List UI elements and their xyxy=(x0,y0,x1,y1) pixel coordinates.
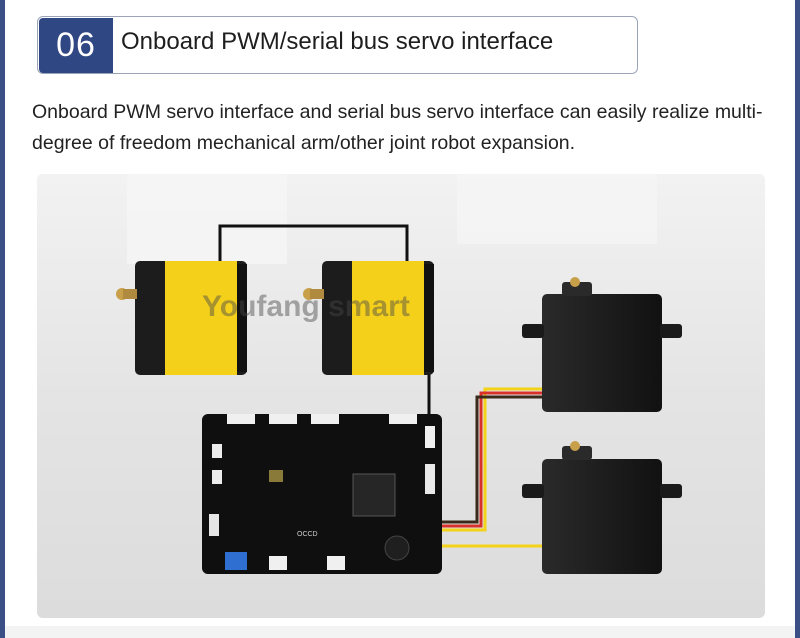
board-label: OCCD xyxy=(297,531,318,538)
frame-left-border xyxy=(0,0,5,638)
pwm-wires xyxy=(432,387,542,548)
bus-servo-left xyxy=(116,261,247,375)
section-description: Onboard PWM servo interface and serial b… xyxy=(32,101,763,154)
section-header xyxy=(37,16,638,74)
bus-servo-right xyxy=(303,261,434,375)
pwm-servo-top xyxy=(522,277,682,412)
section-title: Onboard PWM/serial bus servo interface xyxy=(121,28,554,55)
product-photo: OCCD Youfang smart xyxy=(37,174,765,618)
bottom-strip xyxy=(5,626,795,638)
watermark: Youfang smart xyxy=(202,290,410,323)
frame-right-border xyxy=(795,0,800,638)
section-number-badge: 06 xyxy=(39,18,113,73)
pwm-servo-bottom xyxy=(522,441,682,574)
controller-board: OCCD xyxy=(202,414,442,574)
